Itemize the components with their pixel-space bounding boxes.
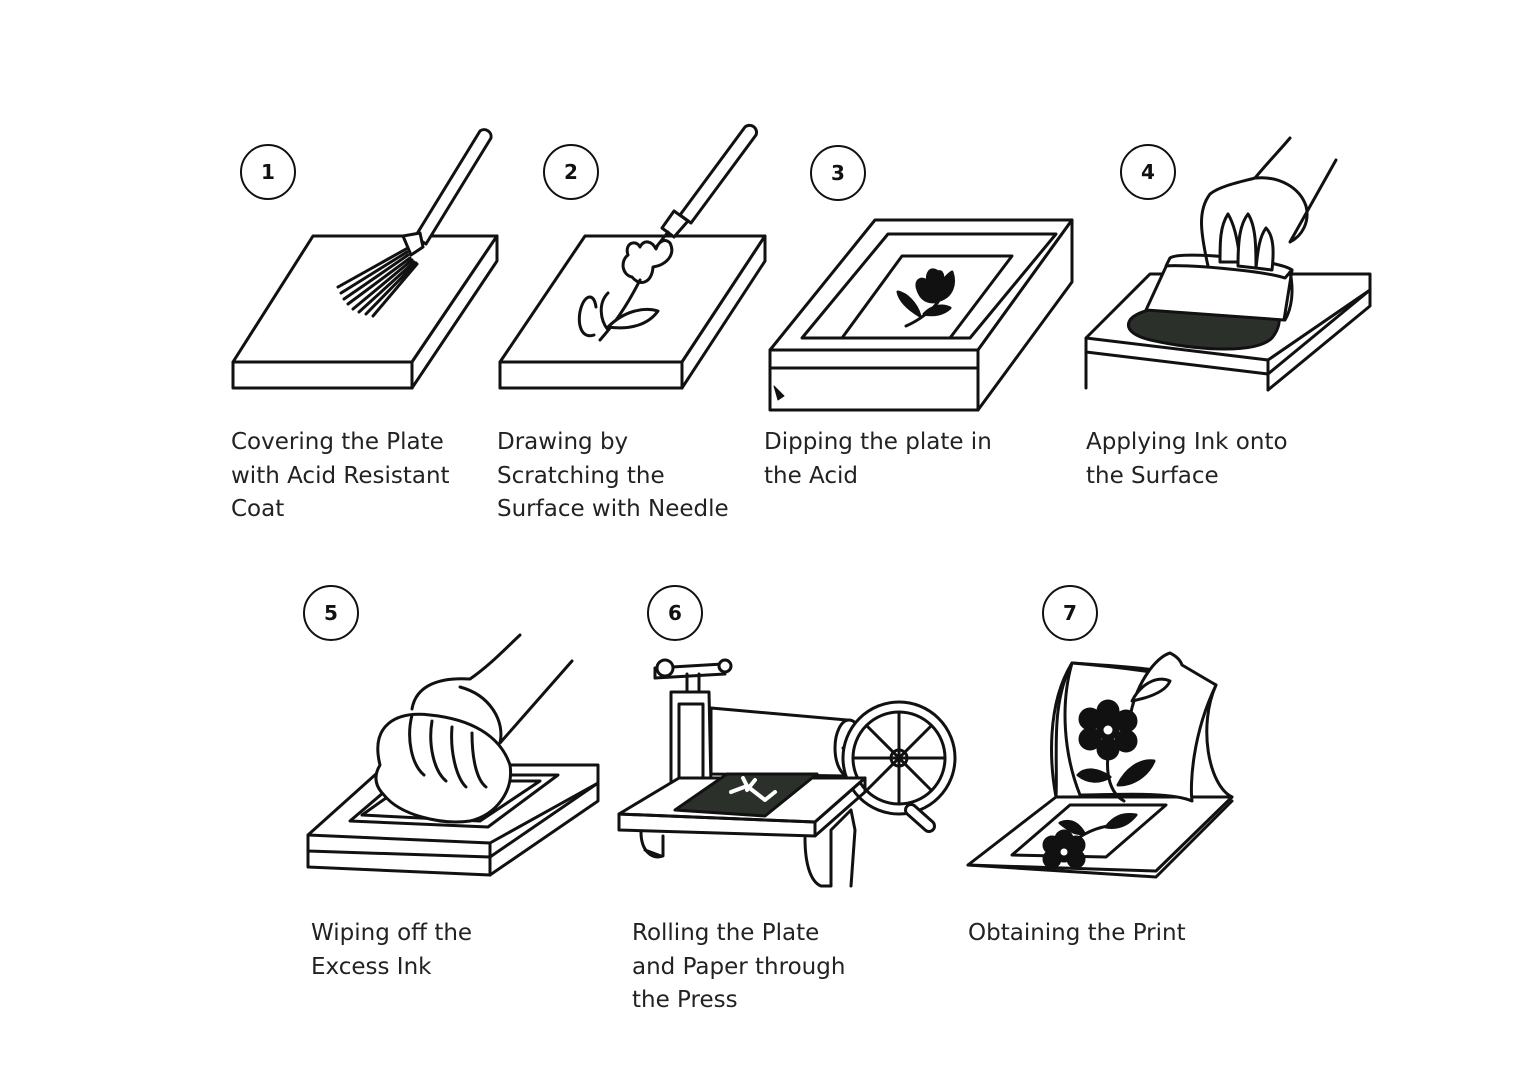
step-caption: Dipping the plate in the Acid — [764, 426, 1024, 493]
step-caption-text: Rolling the Plate and Paper through the … — [632, 920, 846, 1013]
step-caption: Rolling the Plate and Paper through the … — [632, 917, 892, 1018]
step-number-badge: 6 — [647, 585, 703, 641]
step-caption: Applying Ink onto the Surface — [1086, 426, 1346, 493]
step-caption-text: Covering the Plate with Acid Resistant C… — [231, 429, 450, 522]
hand-wiping-icon — [306, 633, 600, 877]
needle-drawing-icon — [498, 123, 767, 390]
step-caption: Wiping off the Excess Ink — [311, 917, 571, 984]
step-caption-text: Drawing by Scratching the Surface with N… — [497, 429, 729, 522]
step-caption-text: Dipping the plate in the Acid — [764, 429, 992, 489]
step-number-badge: 1 — [240, 144, 296, 200]
step-number-badge: 2 — [543, 144, 599, 200]
step-caption: Obtaining the Print — [968, 917, 1248, 951]
step-caption: Drawing by Scratching the Surface with N… — [497, 426, 757, 527]
brush-on-plate-icon — [231, 128, 499, 390]
step-caption-text: Obtaining the Print — [968, 920, 1186, 946]
step-caption-text: Applying Ink onto the Surface — [1086, 429, 1288, 489]
step-number-badge: 3 — [810, 145, 866, 201]
acid-tray-icon — [768, 218, 1074, 412]
step-caption: Covering the Plate with Acid Resistant C… — [231, 426, 491, 527]
step-caption-text: Wiping off the Excess Ink — [311, 920, 473, 980]
ink-scraper-icon — [1084, 136, 1372, 392]
step-number-badge: 5 — [303, 585, 359, 641]
peeling-print-icon — [966, 651, 1234, 879]
step-number-badge: 7 — [1042, 585, 1098, 641]
step-number-badge: 4 — [1120, 144, 1176, 200]
printing-press-icon — [617, 658, 957, 888]
